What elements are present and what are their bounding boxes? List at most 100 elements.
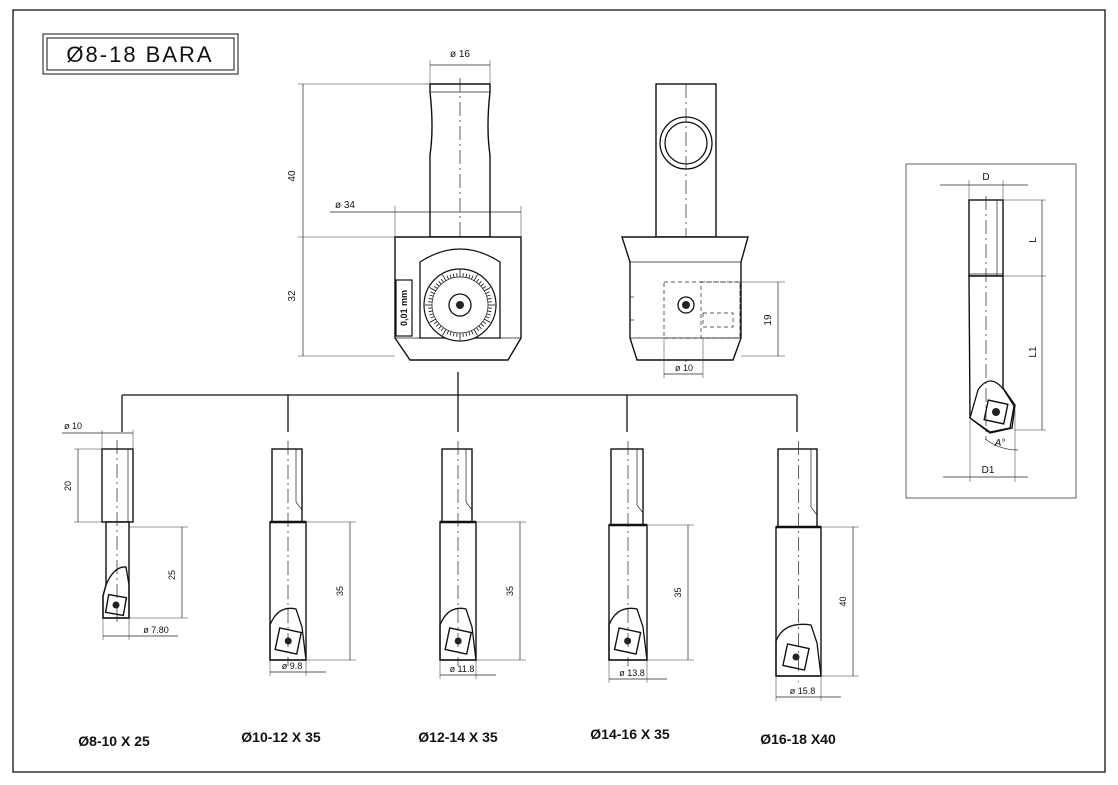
dial-tick: [476, 278, 480, 283]
dial-tick: [440, 278, 444, 283]
bar-1-drawing: ø 10 20 25 ø 7.80: [62, 421, 188, 640]
bar-1-shank-diameter-dim: ø 10: [64, 421, 82, 431]
dial-tick: [430, 316, 435, 319]
title-block: Ø8-18 BARA: [42, 33, 239, 75]
dial-tick: [446, 330, 449, 335]
dial-tick: [435, 283, 440, 287]
bar-5-shank: [777, 448, 818, 528]
bar-3-bore-diameter-dim: ø 11.8: [450, 664, 475, 674]
bar-4-drawing: 35 ø 13.8: [608, 441, 694, 683]
dial-tick: [487, 310, 492, 313]
bar-1-bore-diameter-dim: ø 7.80: [143, 625, 169, 635]
dial-tick: [446, 275, 449, 280]
generic-bar-panel: D L L1 D1 A°: [905, 163, 1077, 499]
side-body: [621, 236, 749, 361]
dial-tick: [442, 274, 447, 281]
dial-tick: [468, 274, 471, 279]
dial-tick: [476, 327, 480, 332]
dial-tick: [429, 318, 436, 323]
dial-tick: [468, 331, 471, 336]
shank-length-dim: 40: [287, 170, 298, 182]
dial-tick: [484, 287, 491, 292]
bar-2-drawing: 35 ø 9.8: [269, 441, 356, 676]
shank-diameter-dim: ø 16: [450, 49, 470, 60]
bar-1-caption: Ø8-10 X 25: [78, 733, 150, 749]
side-adjust-screw: [677, 296, 695, 314]
dial-tick: [438, 280, 442, 285]
bar-5-caption: Ø16-18 X40: [760, 731, 836, 747]
side-height-dim: 19: [763, 314, 774, 326]
dial-tick: [429, 287, 436, 292]
dial-tick: [435, 323, 440, 327]
dial-tick: [487, 297, 492, 300]
dial-tick: [433, 285, 438, 289]
dial-tick: [471, 275, 474, 280]
drawing-frame: [12, 9, 1106, 773]
generic-angle-label: A°: [994, 438, 1006, 449]
bar-3-drawing: 35 ø 11.8: [439, 441, 526, 679]
side-diameter-dim: ø 10: [675, 363, 693, 373]
bar-1-length-dim: 25: [167, 570, 177, 580]
dial-tick: [428, 310, 433, 313]
dial-tick: [449, 331, 452, 336]
dial-tick: [480, 323, 485, 327]
body-height-dim: 32: [287, 290, 298, 302]
bar-4-caption: Ø14-16 X 35: [590, 726, 670, 742]
dial-tick: [471, 330, 474, 335]
dial-tick: [438, 325, 442, 330]
generic-d-label: D: [982, 172, 989, 183]
dial-tick: [429, 294, 434, 297]
bar-3-caption: Ø12-14 X 35: [418, 729, 498, 745]
dial-tick: [473, 329, 478, 336]
dial-tick: [430, 291, 435, 294]
generic-d1-label: D1: [982, 465, 995, 476]
bar-connector-tree: [121, 372, 798, 432]
drawing-title: Ø8-18 BARA: [66, 42, 213, 67]
dial-tick: [480, 283, 485, 287]
bar-4-shank: [610, 448, 644, 526]
dial-tick: [486, 313, 491, 316]
dial-tick: [485, 316, 490, 319]
bar-3-shank: [441, 448, 473, 523]
bar-4-length-dim: 35: [673, 587, 683, 597]
side-dimensions: 19 ø 10: [663, 281, 785, 378]
dial-tick: [440, 327, 444, 332]
bar-2-shank: [271, 448, 303, 523]
bar-5-drawing: 40 ø 15.8: [775, 441, 859, 701]
dial-tick: [428, 297, 433, 300]
bar-2-bore-diameter-dim: ø 9.8: [282, 661, 303, 671]
dial-tick: [449, 274, 452, 279]
dial-tick: [478, 325, 482, 330]
dial-tick: [485, 291, 490, 294]
dial-scale-label: 0,01 mm: [399, 290, 409, 326]
dial-tick: [482, 321, 487, 325]
dial-tick: [429, 313, 434, 316]
bars-2-5-group: 35 ø 9.8 35 ø 11.8 35 ø 13.8 40 ø 15.8: [269, 441, 859, 701]
generic-l1-label: L1: [1028, 346, 1039, 358]
bar-5-length-dim: 40: [838, 596, 848, 606]
dial-tick: [452, 273, 455, 278]
dial-tick: [484, 318, 491, 323]
bar-4-bore-diameter-dim: ø 13.8: [619, 668, 645, 678]
dial-tick: [482, 285, 487, 289]
dial-tick: [473, 274, 478, 281]
dial-tick: [478, 280, 482, 285]
dial-tick: [465, 273, 468, 278]
bar-1-shank-length-dim: 20: [63, 481, 73, 491]
generic-l-label: L: [1028, 237, 1039, 243]
body-diameter-dim: ø 34: [335, 200, 355, 211]
bar-2-caption: Ø10-12 X 35: [241, 729, 321, 745]
dial-scale-plate: [395, 279, 413, 337]
dial-tick: [486, 294, 491, 297]
head-dimensions: ø 16 40 32 ø 34: [287, 49, 522, 357]
boring-head-front-view: 0,01 mm: [394, 78, 522, 361]
dial-center-screw: [456, 301, 464, 309]
dial-tick: [452, 332, 455, 337]
bar-3-length-dim: 35: [505, 586, 515, 596]
dial-tick: [442, 329, 447, 336]
dial-tick: [433, 321, 438, 325]
dial-tick: [465, 332, 468, 337]
bar-5-bore-diameter-dim: ø 15.8: [790, 686, 816, 696]
bar-2-length-dim: 35: [335, 586, 345, 596]
